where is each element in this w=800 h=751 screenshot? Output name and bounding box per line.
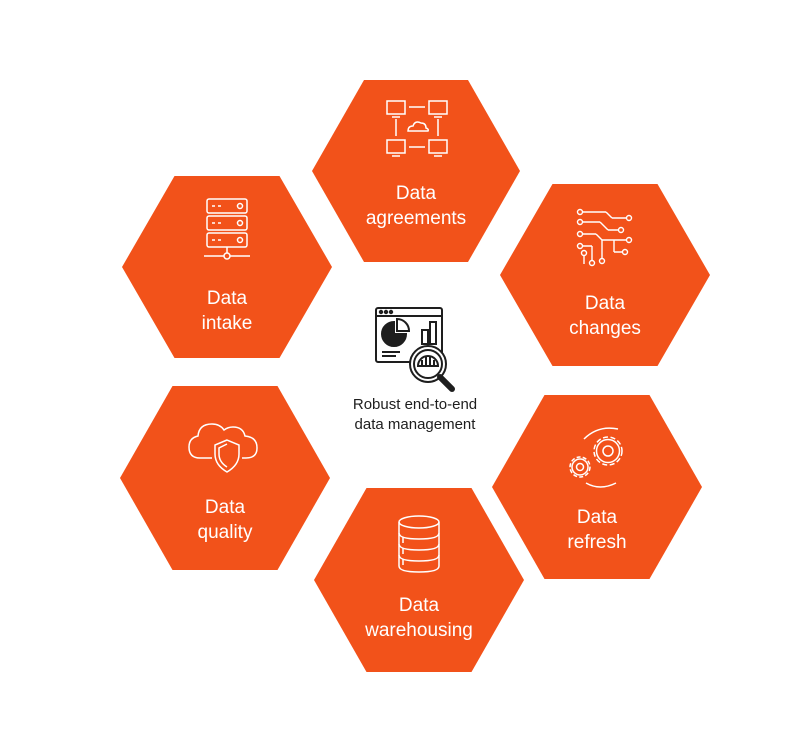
circuit-icon: [576, 208, 633, 267]
hexagon-data-warehousing: Data warehousing: [314, 488, 524, 672]
hexagon-subtitle: changes: [569, 318, 641, 339]
hexagon-data-quality: Data quality: [120, 386, 330, 570]
cloud-shield-icon: [188, 423, 258, 473]
gears-icon: [569, 427, 623, 488]
hexagon-title: Data: [204, 497, 246, 518]
hexagon-subtitle: refresh: [567, 532, 627, 553]
center-label-line1: Robust end-to-end: [352, 396, 478, 413]
hexagon-data-refresh: Data refresh: [492, 395, 702, 579]
hexagon-subtitle: agreements: [365, 208, 467, 229]
hexagon-data-intake: Data intake: [122, 176, 332, 358]
hexagon-title: Data: [395, 183, 437, 204]
hexagon-data-changes: Data changes: [500, 184, 710, 366]
hexagon-title: Data: [584, 293, 626, 314]
server-rack-icon: [204, 198, 250, 260]
hexagon-title: Data: [206, 288, 248, 309]
hexagon-subtitle: warehousing: [365, 620, 473, 641]
network-cloud-icon: [386, 100, 448, 157]
hexagon-subtitle: quality: [197, 522, 253, 543]
hexagon-title: Data: [398, 595, 440, 616]
center-label-line2: data management: [354, 416, 476, 433]
database-icon: [398, 515, 440, 573]
hexagon-subtitle: intake: [201, 313, 253, 334]
analytics-magnifier-icon: [375, 307, 455, 392]
hexagon-data-agreements: Data agreements: [312, 80, 520, 262]
hexagon-title: Data: [576, 507, 618, 528]
